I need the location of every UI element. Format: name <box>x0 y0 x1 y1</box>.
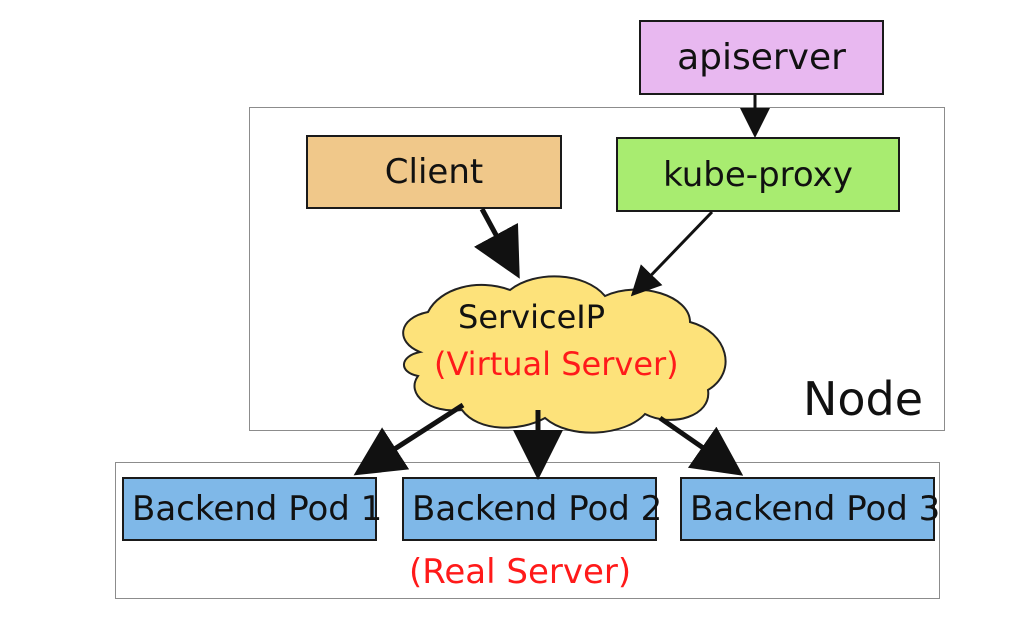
client-box: Client <box>306 135 562 209</box>
kube-proxy-box: kube-proxy <box>616 137 900 212</box>
backend-pod-2: Backend Pod 2 <box>402 477 662 541</box>
backend-pod-3: Backend Pod 3 <box>680 477 940 541</box>
service-ip-label: ServiceIP <box>458 298 605 336</box>
apiserver-box: apiserver <box>639 20 884 95</box>
backend-pod-1: Backend Pod 1 <box>122 477 382 541</box>
real-server-label: (Real Server) <box>409 552 632 592</box>
node-label: Node <box>803 372 924 426</box>
virtual-server-label: (Virtual Server) <box>434 345 679 383</box>
